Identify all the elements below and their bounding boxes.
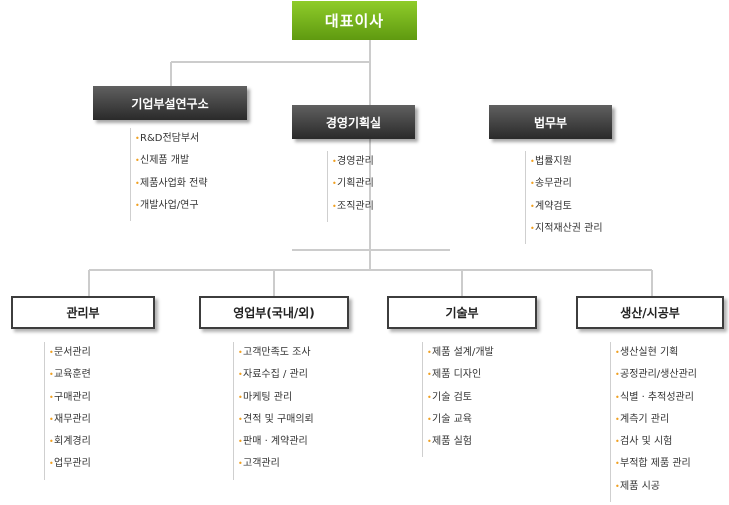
- list-item: •제품 디자인: [423, 364, 494, 386]
- bullet-icon: •: [427, 370, 432, 380]
- list-item: •기획관리: [328, 173, 374, 195]
- bullet-icon: •: [530, 223, 535, 233]
- list-item: •경영관리: [328, 151, 374, 173]
- bullet-icon: •: [427, 414, 432, 424]
- dept-box-planning: 경영기획실: [292, 105, 415, 139]
- dept-box-legal: 법무부: [489, 105, 612, 139]
- bullet-icon: •: [135, 200, 140, 210]
- list-item: •마케팅 관리: [234, 387, 314, 409]
- list-item: •공정관리/생산관리: [611, 364, 697, 386]
- list-item: •제품 실험: [423, 431, 494, 453]
- bullet-icon: •: [427, 437, 432, 447]
- ceo-box: 대표이사: [292, 1, 417, 40]
- dept-items-tech: •제품 설계/개발 •제품 디자인 •기술 검토 •기술 교육 •제품 실험: [422, 342, 494, 458]
- bullet-icon: •: [49, 459, 54, 469]
- dept-label: 생산/시공부: [620, 306, 680, 320]
- bullet-icon: •: [135, 178, 140, 188]
- dept-label: 기업부설연구소: [131, 96, 209, 111]
- dept-items-sales: •고객만족도 조사 •자료수집 / 관리 •마케팅 관리 •견적 및 구매의뢰 …: [233, 342, 314, 480]
- list-item: •생산실현 기획: [611, 342, 697, 364]
- list-item: •구매관리: [45, 387, 91, 409]
- dept-label: 법무부: [533, 115, 568, 130]
- bullet-icon: •: [238, 414, 243, 424]
- bullet-icon: •: [530, 201, 535, 211]
- list-item: •판매 · 계약관리: [234, 431, 314, 453]
- bullet-icon: •: [332, 157, 337, 166]
- list-item: •기술 검토: [423, 387, 494, 409]
- list-item: •업무관리: [45, 453, 91, 475]
- bullet-icon: •: [49, 370, 54, 380]
- list-item: •제품 설계/개발: [423, 342, 494, 364]
- list-item: •식별 · 추적성관리: [611, 387, 697, 409]
- bullet-icon: •: [427, 392, 432, 402]
- list-item: •계측기 관리: [611, 409, 697, 431]
- list-item: •고객관리: [234, 453, 314, 475]
- bullet-icon: •: [615, 348, 620, 357]
- dept-box-production: 생산/시공부: [576, 296, 724, 329]
- bullet-icon: •: [615, 392, 620, 402]
- dept-items-planning: •경영관리 •기획관리 •조직관리: [327, 151, 374, 222]
- bullet-icon: •: [238, 370, 243, 380]
- list-item: •제품사업화 전략: [131, 173, 208, 195]
- dept-box-sales: 영업부(국내/외): [199, 296, 349, 329]
- bullet-icon: •: [238, 459, 243, 469]
- dept-items-legal: •법률지원 •송무관리 •계약검토 •지적재산권 관리: [525, 151, 603, 245]
- list-item: •검사 및 시험: [611, 431, 697, 453]
- list-item: •지적재산권 관리: [526, 218, 603, 240]
- bullet-icon: •: [530, 157, 535, 166]
- bullet-icon: •: [238, 392, 243, 402]
- bullet-icon: •: [49, 437, 54, 447]
- bullet-icon: •: [530, 179, 535, 189]
- list-item: •고객만족도 조사: [234, 342, 314, 364]
- list-item: •견적 및 구매의뢰: [234, 409, 314, 431]
- list-item: •재무관리: [45, 409, 91, 431]
- dept-label: 영업부(국내/외): [233, 306, 315, 320]
- list-item: •회계경리: [45, 431, 91, 453]
- bullet-icon: •: [427, 348, 432, 357]
- list-item: •자료수집 / 관리: [234, 364, 314, 386]
- bullet-icon: •: [238, 348, 243, 357]
- bullet-icon: •: [238, 437, 243, 447]
- dept-items-rnd: •R&D전담부서 •신제품 개발 •제품사업화 전략 •개발사업/연구: [130, 128, 208, 222]
- list-item: •송무관리: [526, 173, 603, 195]
- bullet-icon: •: [615, 437, 620, 447]
- list-item: •교육훈련: [45, 364, 91, 386]
- list-item: •문서관리: [45, 342, 91, 364]
- dept-box-tech: 기술부: [387, 296, 537, 329]
- bullet-icon: •: [135, 156, 140, 166]
- dept-box-admin: 관리부: [11, 296, 155, 329]
- dept-label: 관리부: [66, 306, 100, 320]
- bullet-icon: •: [615, 370, 620, 380]
- ceo-label: 대표이사: [324, 12, 385, 30]
- list-item: •계약검토: [526, 196, 603, 218]
- dept-label: 기술부: [445, 306, 479, 320]
- list-item: •기술 교육: [423, 409, 494, 431]
- dept-items-admin: •문서관리 •교육훈련 •구매관리 •재무관리 •회계경리 •업무관리: [44, 342, 91, 480]
- dept-items-production: •생산실현 기획 •공정관리/생산관리 •식별 · 추적성관리 •계측기 관리 …: [610, 342, 697, 503]
- list-item: •제품 시공: [611, 476, 697, 498]
- dept-box-rnd: 기업부설연구소: [93, 86, 247, 120]
- list-item: •부적합 제품 관리: [611, 453, 697, 475]
- bullet-icon: •: [615, 414, 620, 424]
- list-item: •조직관리: [328, 196, 374, 218]
- bullet-icon: •: [49, 392, 54, 402]
- bullet-icon: •: [615, 481, 620, 491]
- bullet-icon: •: [615, 459, 620, 469]
- list-item: •R&D전담부서: [131, 128, 208, 150]
- bullet-icon: •: [49, 414, 54, 424]
- dept-label: 경영기획실: [325, 115, 382, 130]
- bullet-icon: •: [49, 348, 54, 357]
- bullet-icon: •: [332, 201, 337, 211]
- list-item: •신제품 개발: [131, 150, 208, 172]
- list-item: •법률지원: [526, 151, 603, 173]
- list-item: •개발사업/연구: [131, 195, 208, 217]
- bullet-icon: •: [135, 134, 140, 143]
- bullet-icon: •: [332, 179, 337, 189]
